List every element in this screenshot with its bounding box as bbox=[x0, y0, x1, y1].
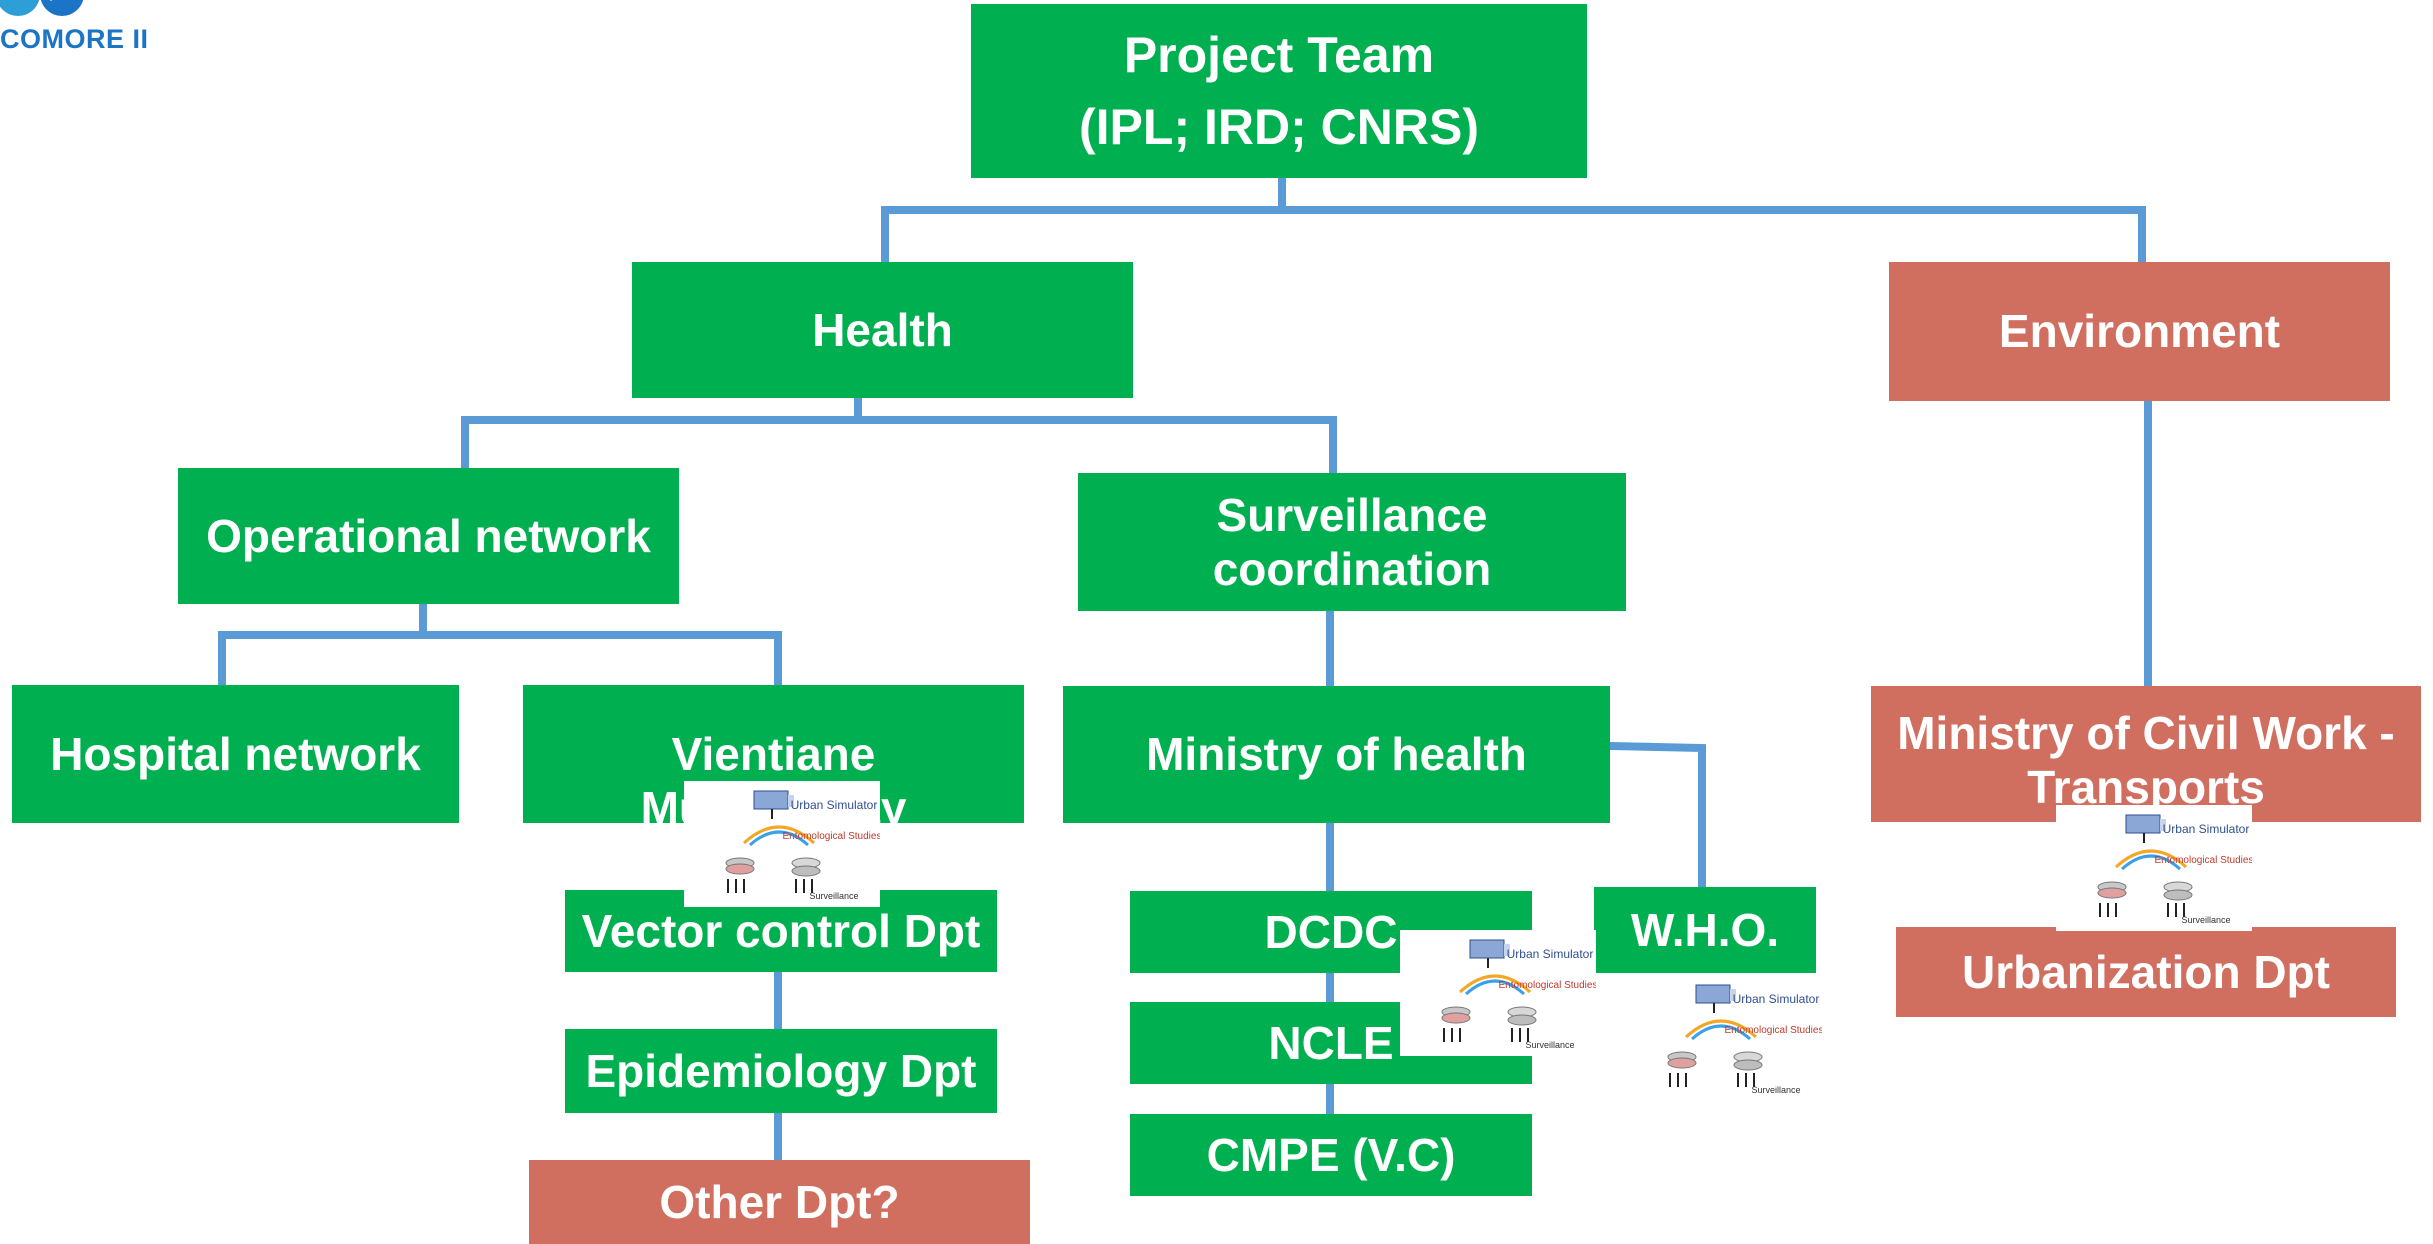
thumb-tower-icon bbox=[1730, 989, 1736, 1001]
comore-logo: COMORE II bbox=[0, 0, 150, 60]
thumb-database-icon bbox=[791, 865, 821, 877]
node-other-dpt-label: Other Dpt? bbox=[659, 1175, 900, 1228]
node-operational-network: Operational network bbox=[178, 468, 679, 604]
thumb-arc-blue bbox=[748, 830, 810, 847]
thumb-layer-icon bbox=[725, 863, 755, 875]
node-surveillance-coordination-label: Surveillance coordination bbox=[1212, 488, 1492, 595]
node-health: Health bbox=[632, 262, 1133, 398]
node-vector-control-label: Vector control Dpt bbox=[581, 904, 981, 957]
node-epidemiology: Epidemiology Dpt bbox=[565, 1029, 997, 1113]
node-who: W.H.O. bbox=[1594, 887, 1816, 973]
thumb-database-icon bbox=[1733, 1059, 1763, 1071]
thumb-arc-blue bbox=[1690, 1024, 1752, 1041]
thumb-computer-icon bbox=[2125, 814, 2161, 834]
thumb-label: Surveillance bbox=[1751, 1085, 1800, 1095]
node-ncle-label: NCLE bbox=[1268, 1016, 1394, 1069]
thumb-arc-blue bbox=[2120, 854, 2182, 871]
node-urbanization: Urbanization Dpt bbox=[1896, 927, 2396, 1017]
connector-health-branches bbox=[461, 394, 1337, 477]
logo-mark-icon bbox=[0, 0, 84, 16]
thumb-arc-orange bbox=[2114, 849, 2188, 869]
node-other-dpt: Other Dpt? bbox=[529, 1160, 1030, 1244]
thumb-tower-icon bbox=[2160, 819, 2166, 831]
node-project-team: Project Team (IPL; IRD; CNRS) bbox=[971, 4, 1587, 178]
node-dcdc-label: DCDC bbox=[1264, 905, 1398, 958]
thumb-label: Urban Simulator bbox=[1733, 992, 1820, 1006]
node-cmpe: CMPE (V.C) bbox=[1130, 1114, 1532, 1196]
node-hospital-network-label: Hospital network bbox=[50, 727, 421, 780]
logo-text: COMORE II bbox=[0, 24, 149, 54]
node-epidemiology-label: Epidemiology Dpt bbox=[585, 1044, 977, 1097]
node-environment-label: Environment bbox=[1998, 305, 2281, 358]
thumb-label: Entomological Studies bbox=[1725, 1025, 1822, 1036]
node-ministry-civil-work-label: Ministry of Civil Work - Transports bbox=[1897, 707, 2395, 814]
thumb-arc-orange bbox=[1458, 974, 1532, 994]
thumb-database-icon bbox=[1507, 1014, 1537, 1026]
thumb-layer-icon bbox=[1667, 1057, 1697, 1069]
thumb-arc-orange bbox=[742, 825, 816, 845]
node-cmpe-label: CMPE (V.C) bbox=[1206, 1128, 1456, 1181]
connector-project-branches bbox=[881, 174, 2146, 266]
node-operational-network-label: Operational network bbox=[206, 509, 651, 562]
node-vector-control: Vector control Dpt bbox=[565, 890, 997, 972]
thumb-layer-icon bbox=[1441, 1012, 1471, 1024]
node-environment: Environment bbox=[1889, 262, 2390, 401]
thumb-label: Entomological Studies bbox=[1499, 980, 1596, 991]
thumb-computer-icon bbox=[753, 790, 789, 810]
thumb-label: Surveillance bbox=[1525, 1040, 1574, 1050]
node-ministry-of-health: Ministry of health bbox=[1063, 686, 1610, 823]
thumb-arc-orange bbox=[1684, 1019, 1758, 1039]
thumb-label: Entomological Studies bbox=[783, 831, 880, 842]
connector-operational-branches bbox=[218, 600, 782, 689]
thumb-layer-icon bbox=[2097, 887, 2127, 899]
node-urbanization-label: Urbanization Dpt bbox=[1962, 945, 2330, 998]
thumb-label: Urban Simulator bbox=[1507, 947, 1594, 961]
node-project-team-label: Project Team (IPL; IRD; CNRS) bbox=[1079, 26, 1479, 156]
connector-ministry-who bbox=[1605, 741, 1706, 894]
thumb-label: Entomological Studies bbox=[2155, 855, 2252, 866]
node-ministry-civil-work: Ministry of Civil Work - Transports bbox=[1871, 686, 2421, 822]
thumb-computer-icon bbox=[1469, 939, 1505, 959]
thumb-label: Surveillance bbox=[2181, 915, 2230, 925]
thumb-label: Urban Simulator bbox=[791, 798, 878, 812]
node-health-label: Health bbox=[812, 303, 953, 356]
node-surveillance-coordination: Surveillance coordination bbox=[1078, 473, 1626, 611]
node-who-label: W.H.O. bbox=[1630, 903, 1780, 956]
thumb-label: Surveillance bbox=[809, 891, 858, 901]
thumb-arc-blue bbox=[1464, 979, 1526, 996]
thumb-tower-icon bbox=[788, 795, 794, 807]
thumb-database-icon bbox=[2163, 889, 2193, 901]
node-hospital-network: Hospital network bbox=[12, 685, 459, 823]
thumb-computer-icon bbox=[1695, 984, 1731, 1004]
node-ministry-of-health-label: Ministry of health bbox=[1146, 728, 1527, 781]
thumb-label: Urban Simulator bbox=[2163, 822, 2250, 836]
thumb-tower-icon bbox=[1504, 944, 1510, 956]
